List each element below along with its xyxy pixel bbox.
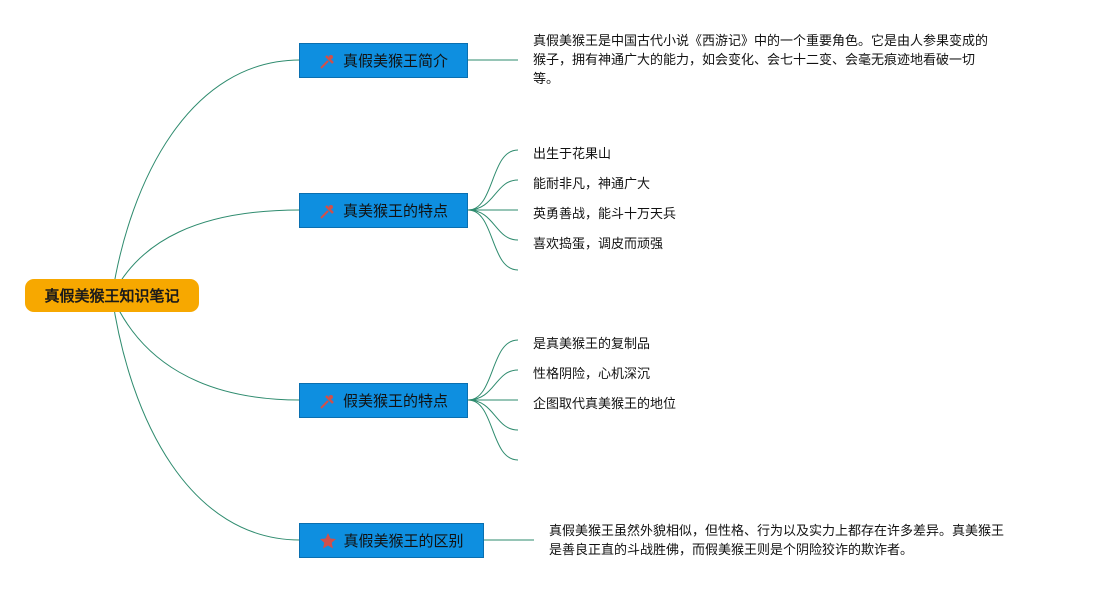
topic-diff-label: 真假美猴王的区别	[343, 532, 464, 550]
topic-intro-label: 真假美猴王简介	[342, 52, 448, 70]
topic-real-label: 真美猴王的特点	[342, 202, 448, 220]
connector-real-2	[467, 179, 519, 211]
real-trait-item[interactable]: 英勇善战，能斗十万天兵	[533, 207, 677, 222]
fake-trait-item[interactable]: 企图取代真美猴王的地位	[533, 397, 677, 412]
connector-real-5	[467, 209, 519, 271]
fake-trait-item[interactable]: 是真美猴王的复制品	[533, 337, 651, 352]
root-label: 真假美猴王知识笔记	[44, 287, 180, 305]
connector-fake-1	[467, 339, 519, 401]
connector-fake-5	[467, 399, 519, 461]
connector-root-fake	[111, 295, 301, 401]
intro-line: 真假美猴王是中国古代小说《西游记》中的一个重要角色。它是由人参果变成的	[533, 34, 989, 49]
real-trait-item[interactable]: 出生于花果山	[533, 147, 612, 162]
real-trait-item[interactable]: 能耐非凡，神通广大	[533, 177, 651, 192]
topic-difference[interactable]: 真假美猴王的区别	[299, 523, 484, 558]
connector-root-diff	[111, 295, 301, 541]
difference-line: 真假美猴王虽然外貌相似，但性格、行为以及实力上都存在许多差异。真美猴王	[549, 524, 1005, 539]
connector-root-intro	[111, 59, 301, 297]
intro-line: 等。	[533, 72, 560, 87]
pinned-note-icon	[320, 54, 334, 69]
root-node[interactable]: 真假美猴王知识笔记	[25, 279, 199, 312]
topic-fake-traits[interactable]: 假美猴王的特点	[299, 383, 468, 418]
topic-intro[interactable]: 真假美猴王简介	[299, 43, 468, 78]
star-icon	[320, 532, 337, 548]
pinned-note-icon	[320, 394, 334, 409]
intro-line: 猴子，拥有神通广大的能力，如会变化、会七十二变、会毫无痕迹地看破一切	[533, 53, 976, 68]
difference-line: 是善良正直的斗战胜佛，而假美猴王则是个阴险狡诈的欺诈者。	[549, 543, 914, 558]
fake-trait-item[interactable]: 性格阴险，心机深沉	[533, 367, 651, 382]
connector-fake-2	[467, 369, 519, 401]
difference-note: 真假美猴王虽然外貌相似，但性格、行为以及实力上都存在许多差异。真美猴王 是善良正…	[549, 522, 1004, 560]
real-trait-item[interactable]: 喜欢捣蛋，调皮而顽强	[533, 237, 664, 252]
pinned-note-icon	[320, 204, 334, 219]
connector-root-real	[111, 209, 301, 297]
connector-fake-4	[467, 399, 519, 431]
connector-real-4	[467, 209, 519, 241]
topic-fake-label: 假美猴王的特点	[342, 392, 448, 410]
intro-note: 真假美猴王是中国古代小说《西游记》中的一个重要角色。它是由人参果变成的 猴子，拥…	[533, 32, 988, 89]
topic-real-traits[interactable]: 真美猴王的特点	[299, 193, 468, 228]
connector-real-1	[467, 149, 519, 211]
